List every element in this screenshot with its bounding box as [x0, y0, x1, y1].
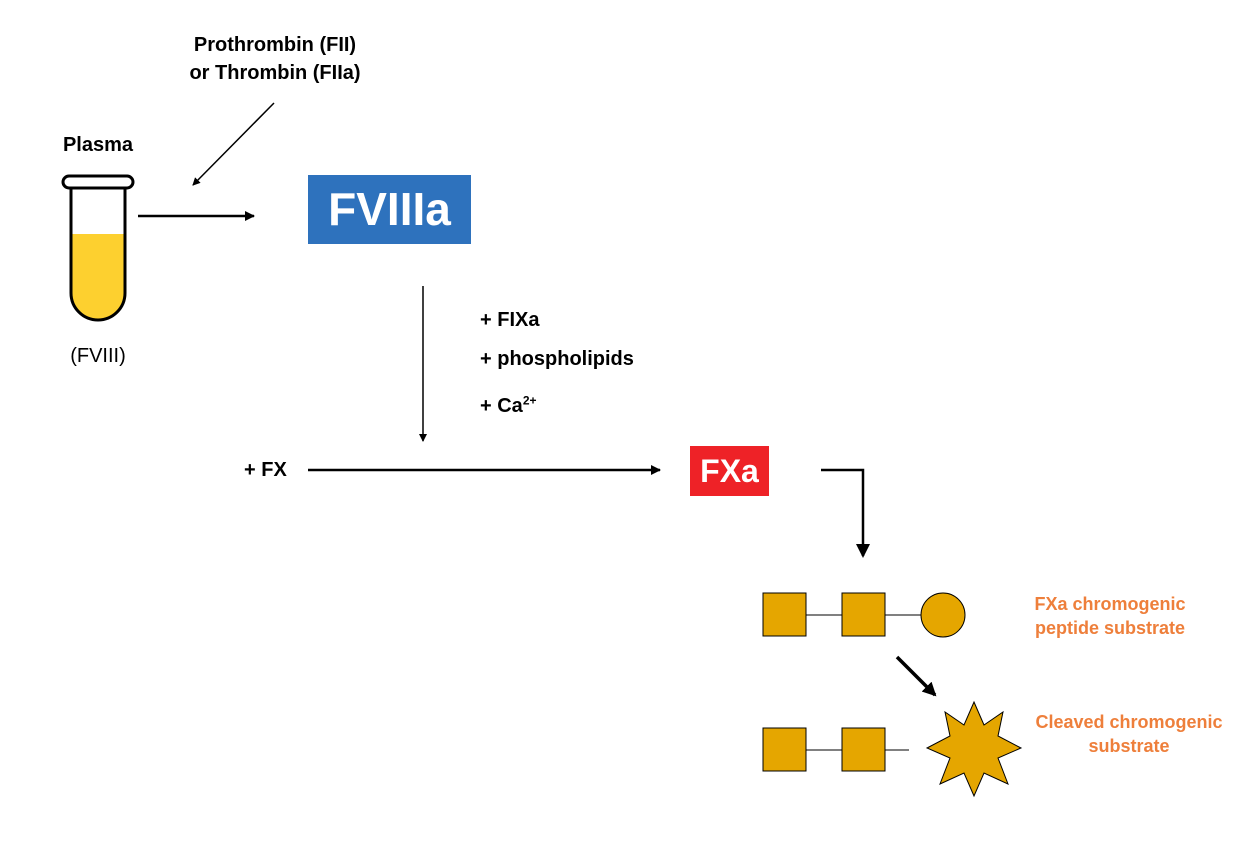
chromophore-star-icon — [925, 700, 1023, 798]
activator-line-1: Prothrombin (FII) — [193, 34, 357, 56]
test-tube-icon — [61, 174, 135, 322]
plasma-contents-label: (FVIII) — [70, 345, 126, 367]
intact-substrate-label: FXa chromogenic peptide substrate — [1010, 592, 1210, 640]
cleaved-substrate-label: Cleaved chromogenic substrate — [1014, 710, 1244, 758]
cleaved-substrate-icon — [762, 700, 1023, 798]
calcium-label: + Ca — [480, 395, 523, 417]
thrombin-activation-arrow — [192, 102, 275, 186]
intact-substrate-line-2: peptide substrate — [1034, 618, 1186, 638]
activator-line-2: or Thrombin (FIIa) — [189, 62, 361, 84]
cofactor-phospholipids: + phospholipids — [480, 348, 634, 370]
cofactor-fixa: + FIXa — [480, 309, 540, 331]
intact-substrate-line-1: FXa chromogenic — [1034, 594, 1186, 614]
fxa-to-substrate-arrow — [821, 468, 870, 558]
cleaved-substrate-line-2: substrate — [1088, 736, 1170, 756]
cleaved-substrate-line-1: Cleaved chromogenic — [1035, 712, 1223, 732]
cleavage-arrow — [895, 655, 937, 697]
fviiia-box: FVIIIa — [308, 175, 471, 244]
cofactor-calcium: + Ca2+ — [480, 392, 537, 420]
fxa-box: FXa — [690, 446, 769, 496]
fx-input-label: + FX — [244, 459, 287, 481]
calcium-charge: 2+ — [522, 393, 537, 408]
plasma-label: Plasma — [62, 134, 134, 156]
intact-substrate-icon — [762, 592, 966, 638]
activator-label: Prothrombin (FII) or Thrombin (FIIa) — [150, 31, 400, 87]
